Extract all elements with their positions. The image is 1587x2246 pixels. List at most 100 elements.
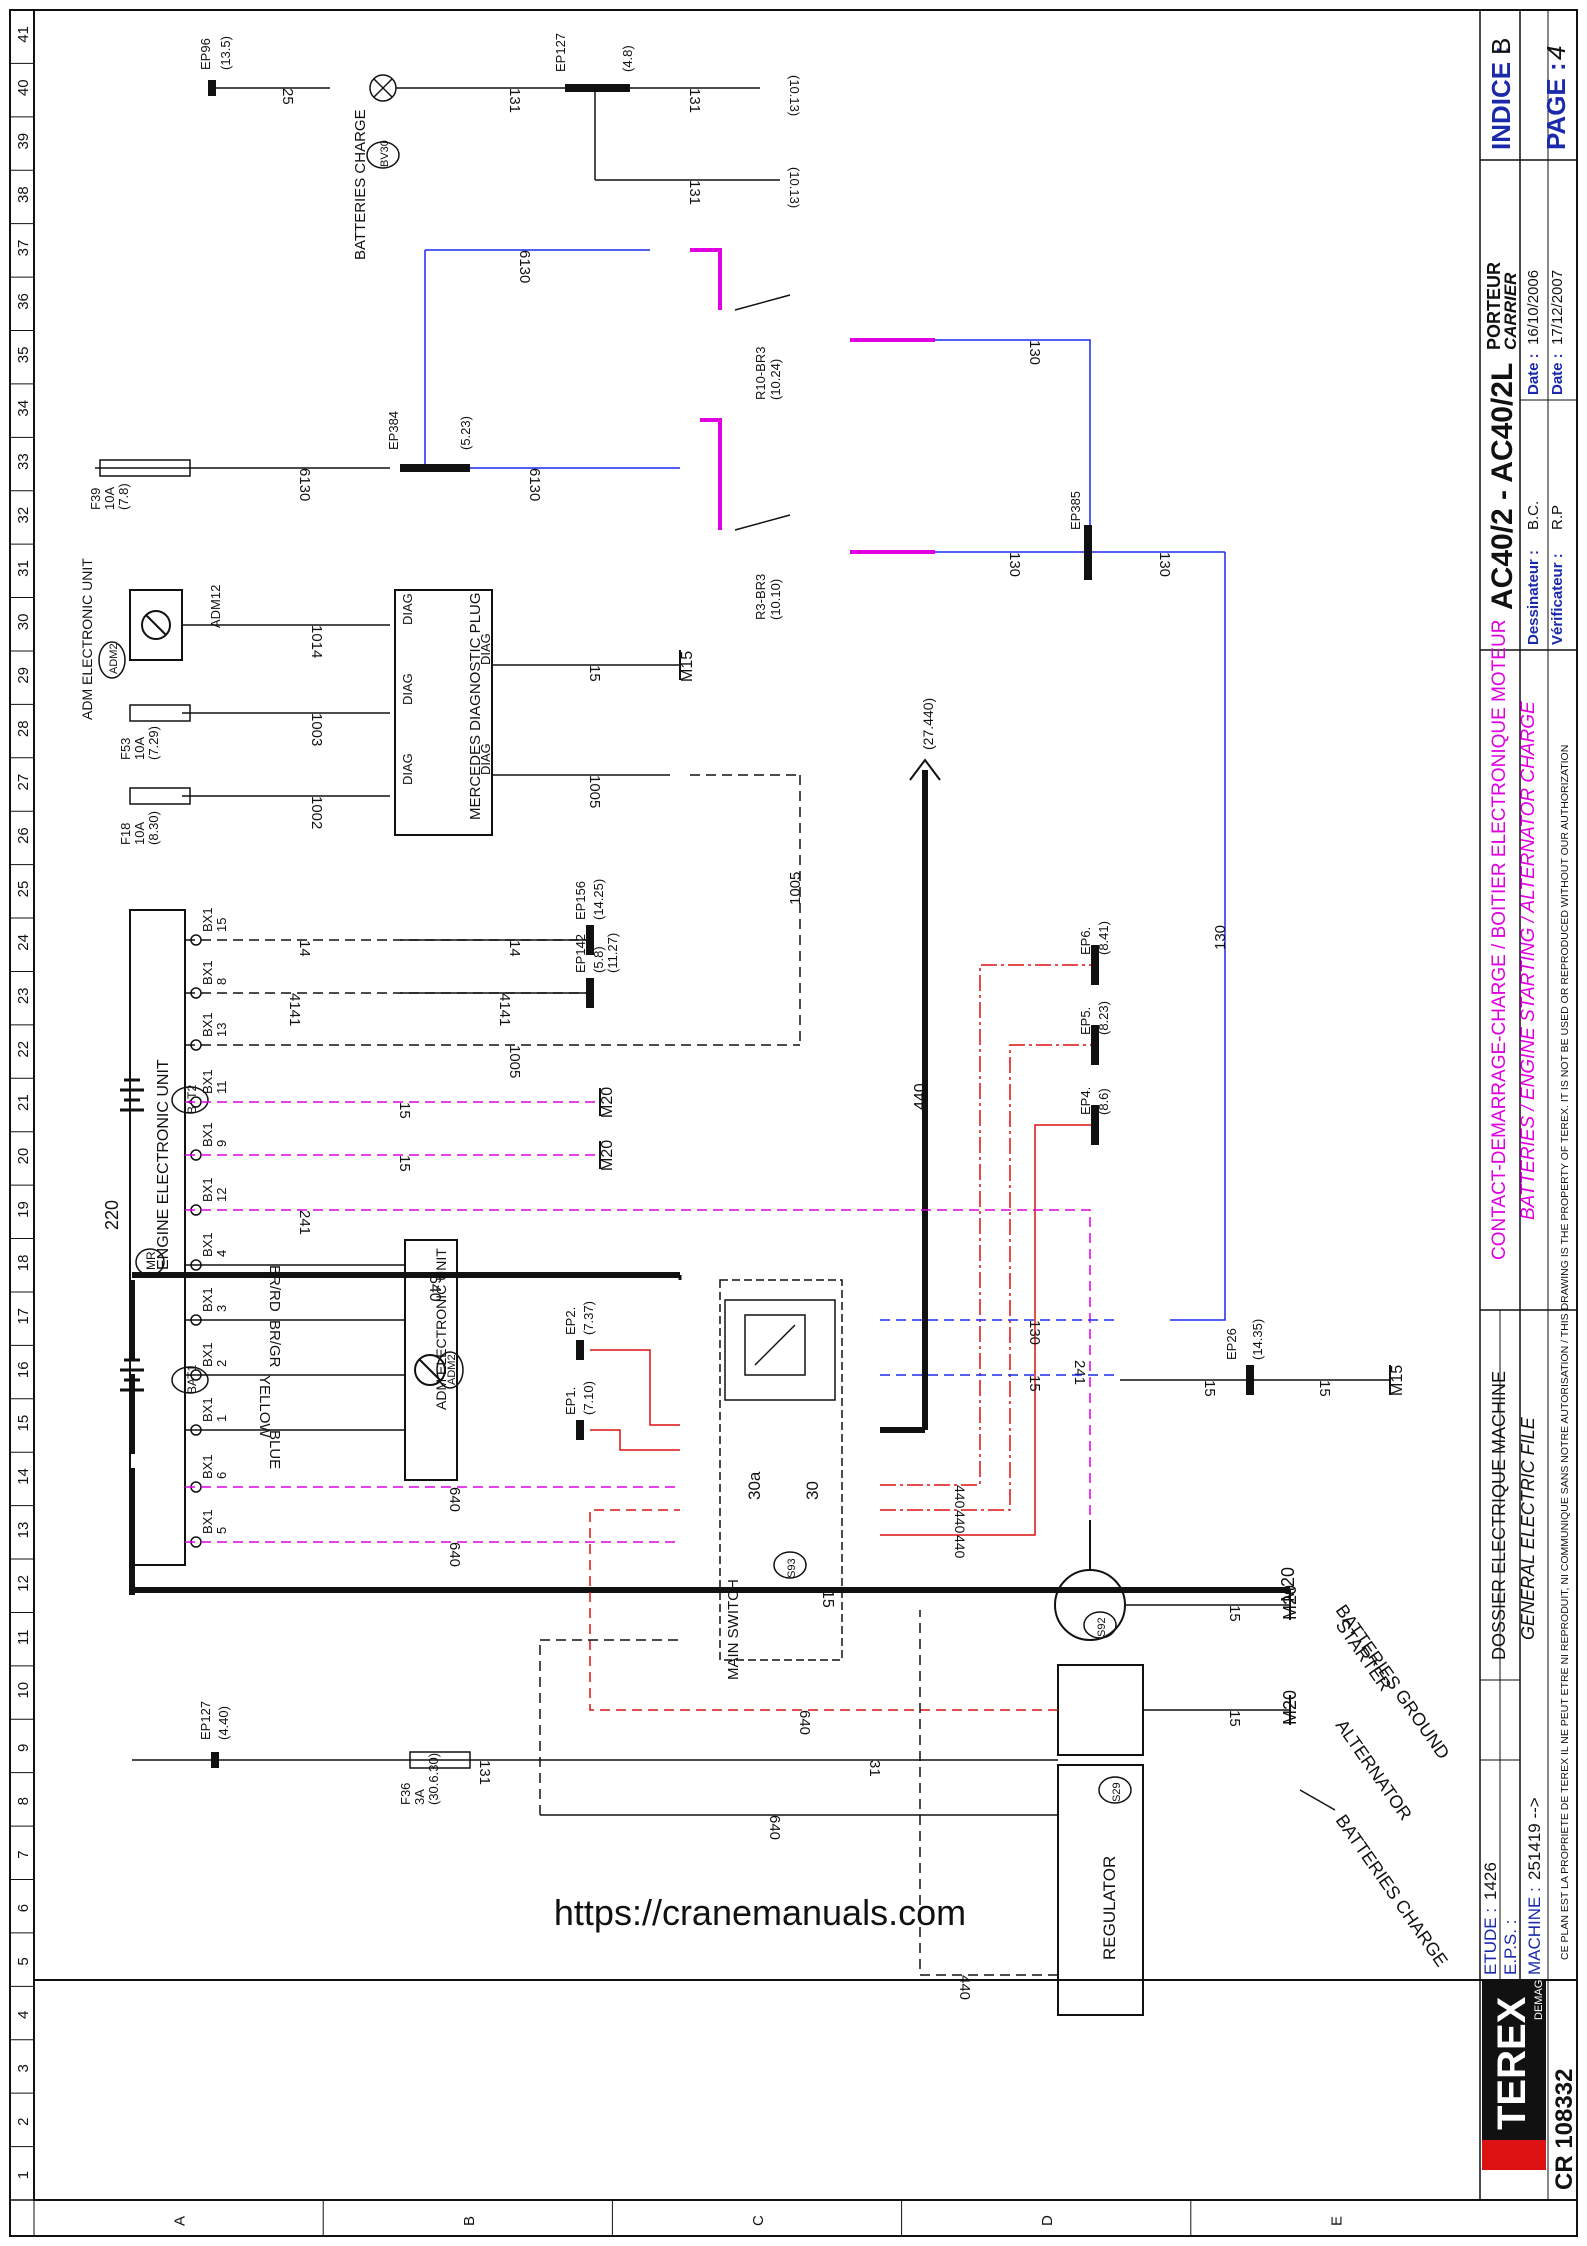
wire-1005-unit: 1005 [506, 1045, 523, 1078]
machine-label: MACHINE : [1525, 1887, 1544, 1975]
property-notice: CE PLAN EST LA PROPRIETE DE TEREX IL NE … [1559, 745, 1571, 1960]
column-label: 30 [15, 614, 32, 631]
ref-10-13-b: (10.13) [787, 167, 802, 208]
ep142-ref2: (11.27) [605, 933, 620, 973]
wire-130-e: 130 [1026, 1320, 1043, 1345]
column-label: 28 [15, 720, 32, 737]
wire-15-b: 15 [396, 1155, 413, 1172]
ep6: EP6. [1078, 927, 1093, 955]
engine-pin-number: 3 [214, 1305, 229, 1312]
mr-tag: MR [144, 1251, 158, 1270]
s29-tag: S29 [1111, 1782, 1123, 1802]
ep127b: EP127 [198, 1701, 213, 1740]
ref-27-440: (27.440) [920, 698, 936, 750]
mercedes-diagnostic-plug: MERCEDES DIAGNOSTIC PLUG DIAG DIAG DIAG … [185, 589, 804, 1078]
m15-p55: M15 [1389, 1365, 1406, 1396]
title-fr: CONTACT-DEMARRAGE-CHARGE / BOITIER ELECT… [1489, 620, 1510, 1260]
diag-pin-14: DIAG [400, 593, 415, 625]
ep142-ref: (5.8) [591, 946, 606, 973]
engine-pin-conn: BX1 [200, 1012, 215, 1037]
page-value: 4 [1541, 46, 1571, 60]
ep26: EP26 [1224, 1328, 1239, 1360]
wire-15-ground: 15 [819, 1590, 836, 1608]
adm-unit-top-label: ADM ELECTRONIC UNIT [79, 558, 95, 720]
wire-4141-a: 4141 [286, 993, 303, 1026]
column-label: 21 [15, 1094, 32, 1111]
p15-wires: 14 14 4141 4141 EP156 (14.25) EP142 (5.8… [185, 879, 620, 1469]
column-label: 9 [15, 1744, 32, 1752]
column-label: 20 [15, 1148, 32, 1165]
regulator: REGULATOR S29 640 131 31 440 BATTERIES C… [132, 1610, 1452, 2016]
engine-pin-conn: BX1 [200, 1177, 215, 1202]
adm-electronic-unit-top: ADM ELECTRONIC UNIT ADM2 ADM12 1014 [79, 558, 390, 720]
row-label: E [1328, 2216, 1345, 2226]
column-label: 25 [15, 881, 32, 898]
column-label: 7 [15, 1850, 32, 1858]
diag-pin-2: DIAG [400, 753, 415, 785]
wire-440-reg: 440 [956, 1975, 973, 2000]
engine-pin-number: 11 [214, 1081, 229, 1095]
source-url[interactable]: https://cranemanuals.com [553, 1892, 967, 1933]
fuse-f36: F36 3A (30.6.30) EP127 (4.40) [198, 1701, 471, 1805]
wire-440-a: 440 [952, 1485, 968, 1509]
wire-15-e: 15 [1316, 1380, 1333, 1397]
ep1-ref: (7.10) [581, 1381, 596, 1415]
column-label: 22 [15, 1041, 32, 1058]
inner-frame [33, 9, 1578, 2201]
engine-pin-conn: BX1 [200, 1509, 215, 1534]
ep384: EP384 [386, 411, 401, 450]
engine-pin-number: 5 [214, 1527, 229, 1534]
wire-15-alt: 15 [1226, 1710, 1243, 1727]
diag-pin-1: DIAG [478, 633, 493, 665]
column-label: 24 [15, 934, 32, 951]
ep127b-ref: (4.40) [216, 1706, 231, 1740]
engine-pin-conn: BX1 [200, 1069, 215, 1094]
wire-131-reg: 131 [476, 1760, 493, 1785]
wire-241-a: 241 [296, 1210, 313, 1235]
ep2: EP2. [563, 1307, 578, 1335]
wire-15-diag: 15 [586, 665, 603, 682]
f18-label: F18 [118, 823, 133, 845]
wire-220: 220 [102, 1200, 122, 1230]
engine-unit-label: ENGINE ELECTRONIC UNIT [155, 1059, 172, 1270]
row-label: A [172, 2216, 189, 2226]
porteur: PORTEUR [1484, 262, 1504, 350]
column-label: 12 [15, 1575, 32, 1592]
f39-amps: 10A [102, 487, 117, 510]
batteries-charge-label: BATTERIES CHARGE [1332, 1811, 1452, 1970]
column-label: 36 [15, 293, 32, 310]
blue-wire: BLUE [266, 1430, 283, 1469]
engine-pin-number: 15 [214, 918, 229, 932]
wire-440-label: 440 [912, 1083, 929, 1110]
wire-640-label: 640 [426, 1275, 443, 1302]
wire-1014: 1014 [308, 625, 325, 658]
sw-30: 30 [803, 1481, 822, 1500]
engine-pin-conn: BX1 [200, 907, 215, 932]
ep5: EP5. [1078, 1007, 1093, 1035]
column-label: 33 [15, 453, 32, 470]
ep156: EP156 [573, 881, 588, 920]
column-label: 13 [15, 1522, 32, 1539]
adm2-tag: ADM2 [446, 1354, 458, 1385]
adm2-top-tag: ADM2 [108, 643, 120, 674]
engine-pin-number: 1 [214, 1415, 229, 1422]
carrier: CARRIER [1501, 272, 1520, 350]
dossier-en: GENERAL ELECTRIC FILE [1518, 1416, 1538, 1640]
date1-value: 16/10/2006 [1525, 270, 1542, 345]
ep96-ref: (13.5) [218, 36, 233, 70]
dessinateur-label: Dessinateur : [1525, 550, 1542, 645]
brand: TEREX [1490, 1996, 1534, 2130]
column-label: 32 [15, 507, 32, 524]
verificateur-value: R.P [1549, 505, 1566, 530]
diag-plug-label: MERCEDES DIAGNOSTIC PLUG [467, 592, 484, 820]
p55-wires: 130 15 15 15 EP26 (14.35) M15 [880, 1319, 1406, 1397]
m20-starter: M20 [1280, 1585, 1300, 1620]
ep156-ref: (14.25) [591, 879, 606, 920]
wire-640-b: 640 [446, 1542, 463, 1567]
etude-value: 1426 [1481, 1862, 1500, 1900]
m15-diag: M15 [679, 651, 696, 682]
wire-15-c: 15 [1026, 1375, 1043, 1392]
f53-ref: (7.29) [146, 726, 161, 760]
